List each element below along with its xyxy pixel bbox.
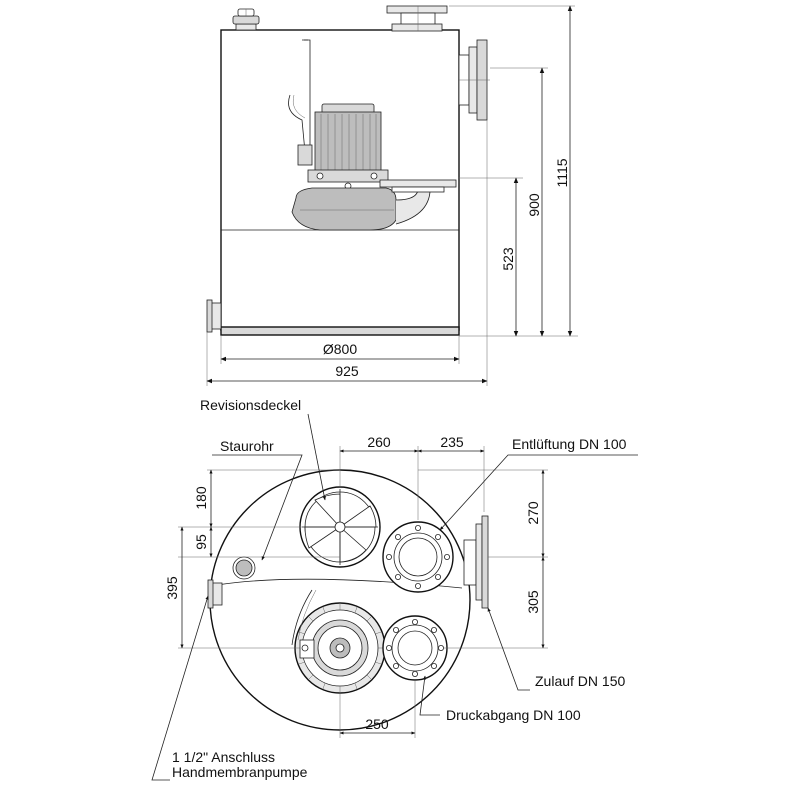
dim-180-label: 180: [193, 486, 209, 510]
dim-diameter-label: Ø800: [323, 341, 357, 357]
elevation-view: 1115 900 523 Ø800 925: [206, 5, 578, 386]
dim-270-label: 270: [525, 501, 541, 525]
zulauf-flange-plan: [463, 515, 489, 609]
staurohr: [232, 556, 256, 580]
label-anschluss-line1: 1 1/2" Anschluss: [172, 749, 275, 765]
druckabgang-flange: [382, 615, 448, 681]
dim-95-label: 95: [193, 534, 209, 550]
side-connection-left: [206, 299, 222, 333]
left-connector-plan: [207, 579, 223, 609]
dim-305-label: 305: [525, 590, 541, 614]
label-revisionsdeckel: Revisionsdeckel: [200, 397, 301, 413]
dim-1115-label: 1115: [554, 158, 570, 187]
dim-900-label: 900: [526, 193, 542, 217]
label-entlueftung: Entlüftung DN 100: [512, 436, 627, 452]
leader-lines: [151, 413, 638, 781]
entlueftung-flange: [382, 521, 454, 593]
label-druckabgang: Druckabgang DN 100: [446, 707, 581, 723]
tank-base-plate: [220, 326, 460, 336]
label-zulauf: Zulauf DN 150: [535, 673, 625, 689]
side-flange-right: [458, 39, 490, 121]
top-flange: [386, 5, 448, 32]
dim-395-label: 395: [164, 576, 180, 600]
plan-dimensions: [178, 446, 548, 738]
plan-view: 260 235 180 95 395 270 305 250 Revisions…: [151, 397, 638, 781]
dim-235-label: 235: [440, 434, 464, 450]
dim-260-label: 260: [367, 434, 391, 450]
label-staurohr: Staurohr: [220, 438, 274, 454]
top-cap: [232, 8, 260, 31]
dim-925-label: 925: [335, 363, 359, 379]
revisionsdeckel: [299, 486, 381, 568]
dim-250-label: 250: [365, 716, 389, 732]
pump-assembly: [288, 39, 457, 231]
dim-523-label: 523: [500, 247, 516, 271]
elevation-dimensions: [206, 5, 578, 386]
pump-plan: [291, 589, 386, 694]
label-anschluss-line2: Handmembranpumpe: [172, 764, 308, 780]
